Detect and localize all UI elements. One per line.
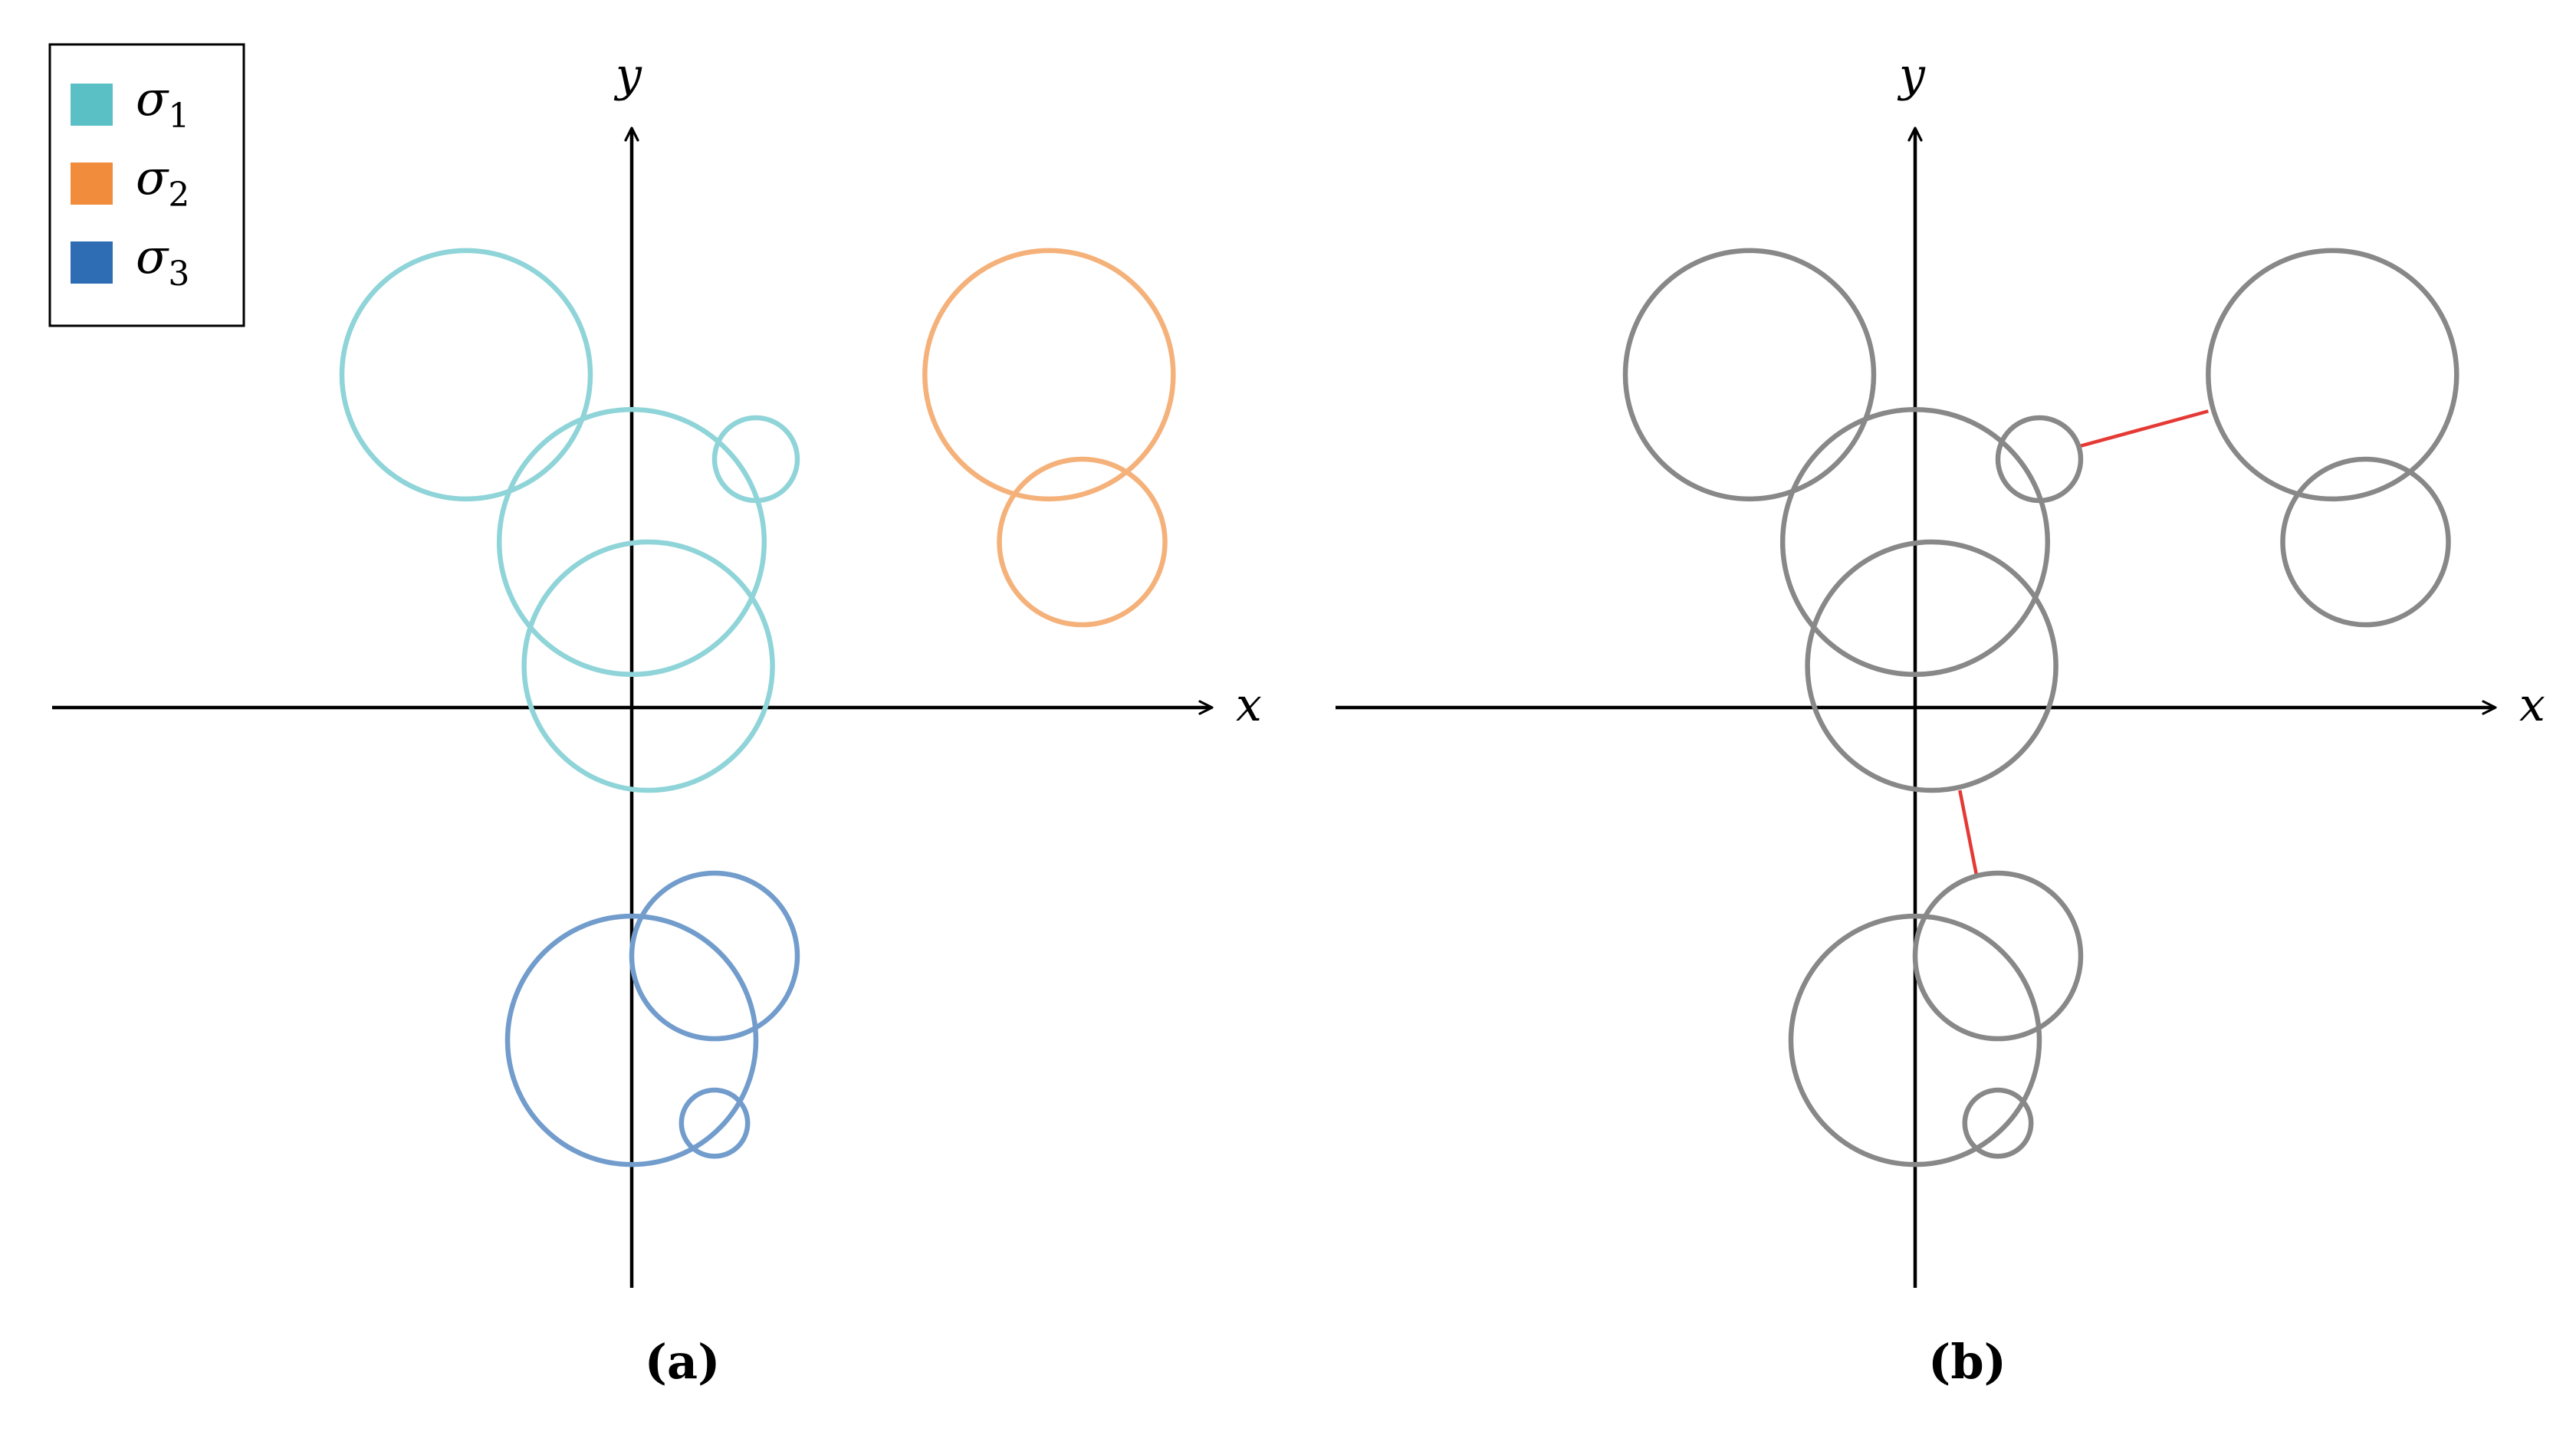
- panel-a-circle-5: [922, 248, 1176, 502]
- legend-swatch-sigma-3: [71, 241, 113, 284]
- panel-b-label: (b): [1928, 1334, 2006, 1390]
- legend-label-sigma-2: σ2: [136, 149, 189, 215]
- panel-a-x-axis-label: x: [1236, 678, 1262, 732]
- legend-swatch-sigma-1: [71, 84, 113, 126]
- panel-b-x-axis-label: x: [2519, 678, 2545, 732]
- legend-label-sigma-1: σ1: [136, 71, 189, 136]
- panel-b-circle-9: [1962, 1087, 2034, 1159]
- panel-a-circle-3: [711, 415, 800, 504]
- panel-a-circle-2: [496, 406, 767, 678]
- panel-b-links: [1958, 409, 2209, 875]
- panel-a-circle-6: [997, 456, 1168, 628]
- panel-b-circle-8: [1912, 870, 2084, 1042]
- panel-a-circle-7: [504, 913, 759, 1167]
- legend: σ1 σ2 σ3: [48, 43, 245, 327]
- panel-b-circle-5: [2206, 248, 2459, 502]
- legend-label-sigma-3: σ3: [136, 228, 189, 294]
- panel-a-circles: [339, 248, 1176, 1167]
- panel-a-circle-9: [678, 1087, 751, 1159]
- panel-a: x y (a): [52, 48, 1262, 1390]
- panel-b-circle-7: [1788, 913, 2042, 1167]
- panel-b-link-1: [2080, 409, 2209, 448]
- legend-swatch-sigma-2: [71, 163, 113, 205]
- panel-b-circle-6: [2280, 456, 2451, 628]
- panel-b-link-2: [1958, 790, 1979, 875]
- panel-a-circle-1: [339, 248, 593, 502]
- panel-a-circle-4: [521, 539, 775, 793]
- panel-b-circle-4: [1805, 539, 2058, 793]
- panel-b: x y (b): [1336, 48, 2545, 1390]
- panel-b-circle-2: [1779, 406, 2051, 678]
- panel-b-circles: [1622, 248, 2459, 1167]
- panel-a-circle-8: [629, 870, 800, 1042]
- panel-a-y-axis-label: y: [613, 48, 642, 102]
- panel-b-circle-1: [1622, 248, 1877, 502]
- panel-b-y-axis-label: y: [1897, 48, 1926, 102]
- panel-a-label: (a): [645, 1334, 721, 1390]
- panel-b-circle-3: [1995, 415, 2084, 504]
